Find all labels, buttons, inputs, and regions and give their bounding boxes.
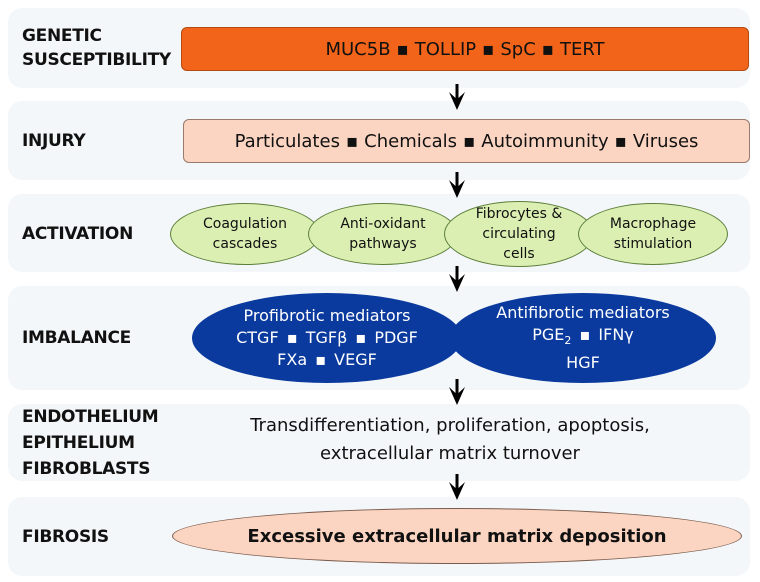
text-line: Transdifferentiation, proliferation, apo… — [250, 415, 650, 436]
antifibrotic-title: Antifibrotic mediators — [496, 302, 670, 322]
stage-label-imbalance: IMBALANCE — [22, 328, 131, 348]
mediator: TGFβ — [305, 328, 348, 347]
subscript: 2 — [564, 334, 572, 348]
separator: ▪ — [579, 324, 591, 344]
separator: ▪ — [396, 38, 409, 60]
down-arrow-icon — [449, 172, 465, 198]
profibrotic-line3: FXa ▪ VEGF — [236, 349, 418, 371]
stage-label-cells: ENDOTHELIUM EPITHELIUM FIBROBLASTS — [22, 404, 159, 482]
injury-particulates: Particulates — [234, 130, 340, 152]
profibrotic-line2: CTGF ▪ TGFβ ▪ PDGF — [236, 327, 418, 349]
separator: ▪ — [541, 38, 554, 60]
separator: ▪ — [463, 130, 476, 152]
gene-muc5b: MUC5B — [325, 38, 391, 60]
line: circulating — [482, 226, 556, 242]
genetic-factors-box: MUC5B ▪ TOLLIP ▪ SpC ▪ TERT — [181, 27, 749, 71]
down-arrow-icon — [449, 266, 465, 292]
injury-viruses: Viruses — [632, 130, 699, 152]
label-line: ENDOTHELIUM — [22, 407, 159, 427]
gene-tert: TERT — [559, 38, 605, 60]
stage-label-genetic: GENETIC SUSCEPTIBILITY — [22, 24, 171, 72]
separator: ▪ — [315, 350, 327, 369]
separator: ▪ — [345, 130, 359, 152]
label-line: GENETIC — [22, 26, 102, 46]
mediator: FXa — [277, 350, 308, 369]
cell-processes-text: Transdifferentiation, proliferation, apo… — [210, 412, 690, 468]
ellipse-macrophage: Macrophage stimulation — [578, 203, 728, 265]
mediator: PDGF — [374, 328, 418, 347]
injury-chemicals: Chemicals — [364, 130, 458, 152]
ellipse-antifibrotic: Antifibrotic mediators PGE2 ▪ IFNγ HGF — [450, 293, 716, 383]
mediator: PGE — [532, 324, 565, 344]
gene-tollip: TOLLIP — [414, 38, 477, 60]
separator: ▪ — [286, 328, 298, 347]
line: Coagulation — [203, 216, 287, 232]
profibrotic-title: Profibrotic mediators — [243, 306, 411, 325]
separator: ▪ — [614, 130, 627, 152]
line: cascades — [212, 236, 278, 252]
ellipse-coagulation: Coagulation cascades — [170, 203, 320, 265]
mediator: VEGF — [334, 350, 377, 369]
stage-label-activation: ACTIVATION — [22, 224, 133, 244]
ellipse-fibrocytes: Fibrocytes & circulating cells — [444, 201, 594, 267]
down-arrow-icon — [449, 84, 465, 110]
line: Fibrocytes & — [475, 206, 563, 222]
injury-autoimmunity: Autoimmunity — [481, 130, 609, 152]
line: cells — [503, 246, 535, 262]
injury-factors-box: Particulates ▪ Chemicals ▪ Autoimmunity … — [183, 119, 750, 163]
text-line: extracellular matrix turnover — [320, 443, 580, 464]
line: stimulation — [613, 236, 693, 252]
separator: ▪ — [482, 38, 495, 60]
down-arrow-icon — [449, 474, 465, 500]
mediator: CTGF — [236, 328, 279, 347]
line: Macrophage — [609, 216, 697, 232]
separator: ▪ — [355, 328, 367, 347]
antifibrotic-line3: HGF — [566, 353, 600, 373]
antifibrotic-line2: PGE2 ▪ IFNγ — [496, 324, 669, 352]
outcome-text: Excessive extracellular matrix depositio… — [247, 525, 667, 547]
stage-label-injury: INJURY — [22, 131, 86, 151]
line: pathways — [349, 236, 417, 252]
mediator: IFNγ — [598, 324, 634, 344]
stage-label-fibrosis: FIBROSIS — [22, 527, 109, 547]
gene-spc: SpC — [500, 38, 536, 60]
label-line: SUSCEPTIBILITY — [22, 50, 171, 70]
label-line: EPITHELIUM — [22, 433, 135, 453]
ellipse-antioxidant: Anti-oxidant pathways — [308, 203, 458, 265]
ellipse-outcome: Excessive extracellular matrix depositio… — [172, 508, 742, 564]
label-line: FIBROBLASTS — [22, 459, 151, 479]
line: Anti-oxidant — [340, 216, 426, 232]
down-arrow-icon — [449, 379, 465, 405]
stage-band-cells — [8, 404, 750, 481]
ellipse-profibrotic: Profibrotic mediators CTGF ▪ TGFβ ▪ PDGF… — [192, 293, 462, 383]
